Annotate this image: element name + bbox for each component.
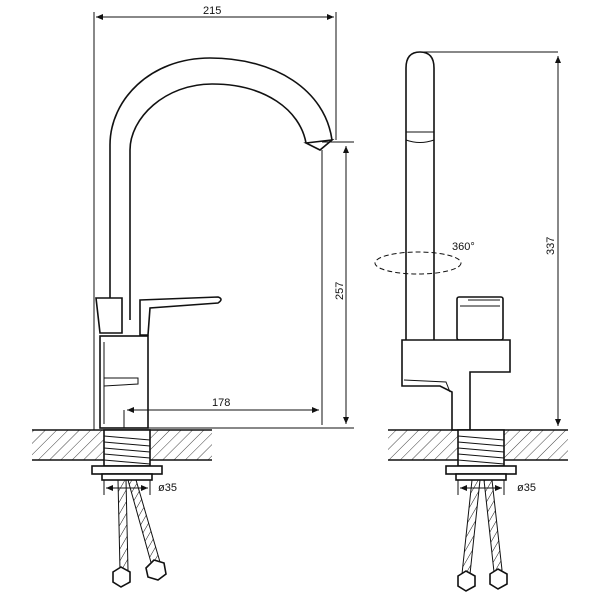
diameter-label-side: ø35 [517,482,536,494]
diameter-label-front: ø35 [158,482,177,494]
faucet-body-side [401,339,511,431]
side-view: 360° 337 [374,51,568,592]
supply-hoses-front [112,479,167,588]
rotation-indicator: 360° [374,241,475,275]
spout-reach-label: 178 [212,397,230,409]
spout-height-dimension: 257 [148,141,354,429]
total-height-label: 337 [545,237,557,255]
countertop-side [388,429,568,461]
faucet-body [99,335,149,429]
diameter-dimension-front: ø35 [103,480,177,495]
diameter-dimension-side: ø35 [457,480,536,495]
spout [109,57,335,320]
width-label: 215 [203,5,221,17]
rotation-label: 360° [452,241,475,253]
lever-handle-side [456,296,504,341]
spout-reach-dimension: 178 [127,150,323,425]
total-height-dimension: 337 [510,56,566,431]
spout-side [405,51,558,340]
spout-height-label: 257 [334,282,346,300]
lever-handle [95,296,222,336]
supply-hoses-side [457,479,508,592]
threaded-shank-front [91,429,163,481]
front-view: 215 257 17 [32,5,354,588]
width-dimension: 215 [93,5,337,430]
threaded-shank-side [445,429,517,481]
countertop-front [32,429,212,461]
